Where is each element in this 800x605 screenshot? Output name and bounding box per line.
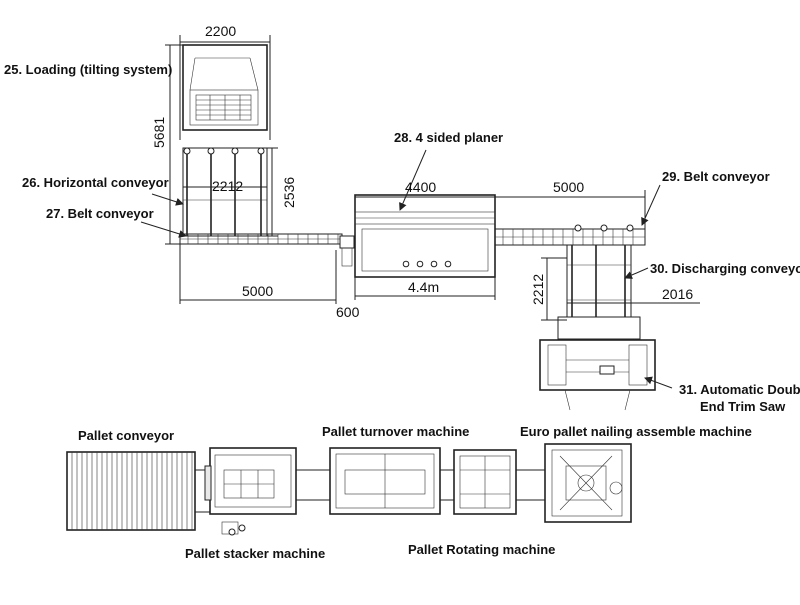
label-horizontal-conveyor: 26. Horizontal conveyor [22, 175, 169, 190]
pallet-stacker-machine [204, 447, 330, 536]
dimension-lines [140, 35, 700, 389]
dim-5681: 5681 [151, 117, 167, 148]
dim-4400: 4400 [405, 179, 436, 195]
dim-5000-right: 5000 [553, 179, 584, 195]
label-pallet-turnover: Pallet turnover machine [322, 424, 469, 439]
euro-pallet-nailing-machine [544, 443, 632, 523]
dim-5000-left: 5000 [242, 283, 273, 299]
label-pallet-rotating: Pallet Rotating machine [408, 542, 555, 557]
label-discharging-conveyor: 30. Discharging conveyor [650, 261, 800, 276]
label-euro-nailing: Euro pallet nailing assemble machine [520, 424, 752, 439]
double-end-trim-saw [539, 316, 656, 411]
belt-conveyor-29 [494, 224, 646, 246]
loading-tilting-system [182, 44, 268, 131]
dim-2536: 2536 [281, 177, 297, 208]
label-planer: 28. 4 sided planer [394, 130, 503, 145]
label-pallet-conveyor: Pallet conveyor [78, 428, 174, 443]
label-belt-conveyor-29: 29. Belt conveyor [662, 169, 770, 184]
dim-2212-top: 2212 [212, 178, 243, 194]
pallet-conveyor [66, 451, 210, 531]
dim-2200: 2200 [205, 23, 236, 39]
label-trim-saw-line2: End Trim Saw [700, 399, 786, 414]
dim-2016: 2016 [662, 286, 693, 302]
label-trim-saw-line1: 31. Automatic Double [679, 382, 800, 397]
label-belt-conveyor-27: 27. Belt conveyor [46, 206, 154, 221]
discharging-conveyor [566, 244, 632, 318]
pallet-rotating-machine [453, 449, 545, 515]
dim-600: 600 [336, 304, 360, 320]
belt-conveyor-27 [179, 233, 355, 267]
horizontal-conveyor [182, 147, 268, 237]
dim-4-4m: 4.4m [408, 279, 439, 295]
pallet-turnover-machine [329, 447, 454, 515]
four-sided-planer [354, 194, 496, 278]
label-loading: 25. Loading (tilting system) [4, 62, 172, 77]
label-pallet-stacker: Pallet stacker machine [185, 546, 325, 561]
dim-2212-right: 2212 [530, 274, 546, 305]
